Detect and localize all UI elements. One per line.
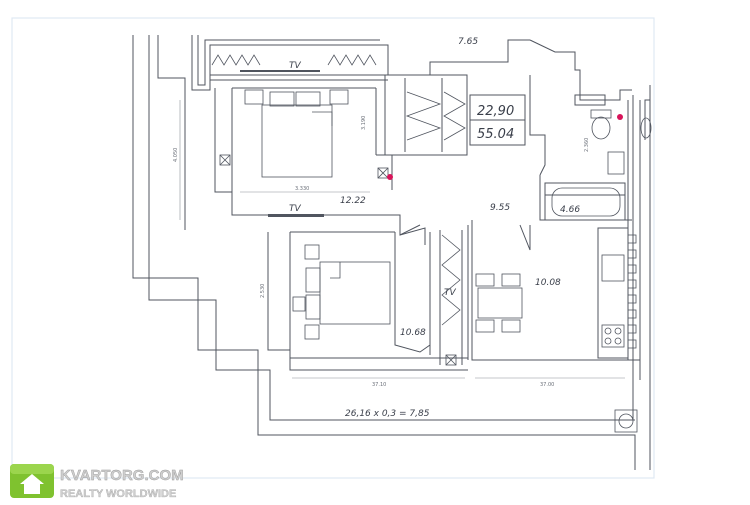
top-dimension-label: 7.65 <box>458 37 478 47</box>
dim-bottom-width-left: 37.10 <box>372 382 386 388</box>
tv-label-top: TV <box>289 61 301 71</box>
dim-bottom-bed-depth: 2.530 <box>260 284 266 298</box>
tv-label-kitchen: TV <box>444 288 456 298</box>
bath-fixtures <box>551 109 652 217</box>
dim-top-bed-depth: 3.190 <box>361 116 367 130</box>
dim-left-wall: 4.050 <box>173 148 179 162</box>
walls <box>132 35 651 470</box>
watermark: KVARTORG.COM REALTY WORLDWIDE <box>10 464 184 500</box>
riser-dot-right <box>617 114 623 120</box>
bed-bottom <box>292 244 391 340</box>
bedroom-bottom-area: 10.68 <box>400 328 426 338</box>
bedroom-top-area: 12.22 <box>340 196 366 206</box>
watermark-brand: KVARTORG.COM <box>60 467 184 484</box>
bathroom-area: 4.66 <box>560 205 580 215</box>
tv-label-middle: TV <box>289 204 301 214</box>
plan-frame <box>11 17 655 479</box>
bed-top <box>244 89 349 178</box>
living-area-value: 55.04 <box>477 127 514 142</box>
dimension-lines <box>179 100 625 379</box>
kitchen-counter <box>601 234 638 433</box>
tv-marks <box>240 70 324 217</box>
balcony-formula: 26,16 x 0,3 = 7,85 <box>345 409 430 419</box>
house-logo-icon <box>10 464 54 498</box>
dim-bottom-width-right: 37.00 <box>540 382 554 388</box>
vent-markers <box>219 154 457 366</box>
watermark-tagline: REALTY WORLDWIDE <box>60 488 176 500</box>
riser-dot-left <box>387 174 393 180</box>
wall-zigzag-windows <box>211 54 466 326</box>
total-area-value: 22,90 <box>477 104 514 119</box>
dim-top-bed-width: 3.330 <box>295 186 309 192</box>
kitchen-area: 10.08 <box>535 278 561 288</box>
corridor-area: 9.55 <box>490 203 510 213</box>
dining-table <box>475 273 523 333</box>
dim-bath-height: 2.360 <box>584 138 590 152</box>
